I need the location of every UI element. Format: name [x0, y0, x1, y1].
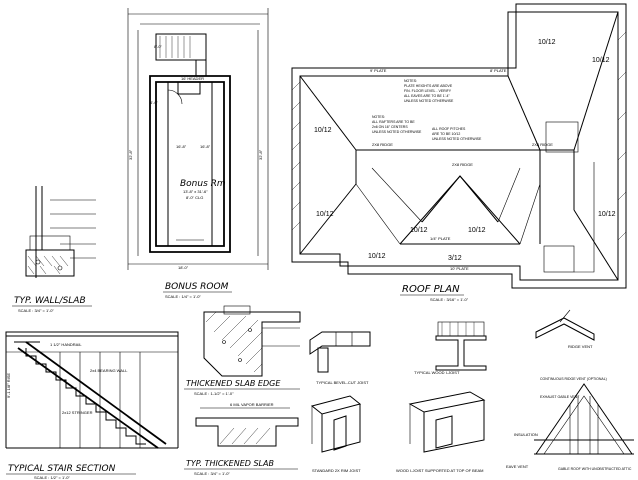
rafter-notes: NOTES: ALL RAFTERS ARE TO BE 2x6 ON 16" …: [372, 115, 482, 141]
gable-vent-label: EXHAUST GABLE VENT: [540, 395, 580, 399]
roof-plan-title: ROOF PLAN: [402, 284, 460, 295]
stair-section-title: TYPICAL STAIR SECTION: [8, 464, 116, 474]
svg-text:UNLESS NOTED OTHERWISE: UNLESS NOTED OTHERWISE: [404, 99, 454, 103]
roof-pitch: 10/12: [538, 39, 556, 46]
wood-joist-label: TYPICAL WOOD I-JOIST: [414, 370, 460, 375]
svg-text:2x6 ON 16" CENTERS: 2x6 ON 16" CENTERS: [372, 125, 408, 129]
svg-text:NOTES:: NOTES:: [372, 115, 385, 119]
roof-pitch: 10/12: [410, 227, 428, 234]
svg-text:4'-0": 4'-0": [150, 100, 159, 105]
roof-pitch: 10/12: [368, 253, 386, 260]
svg-text:13'-8" x 31'-6": 13'-8" x 31'-6": [183, 189, 208, 194]
roof-pitch: 10/12: [598, 211, 616, 218]
roof-pitch: 10/12: [316, 211, 334, 218]
svg-text:8'-0": 8'-0": [154, 44, 163, 49]
svg-text:2x12 STRINGER: 2x12 STRINGER: [62, 410, 93, 415]
roof-pitch: 10/12: [592, 57, 610, 64]
svg-text:ALL ROOF PITCHES: ALL ROOF PITCHES: [432, 127, 466, 131]
joist-details: TYPICAL BEVEL-CUT JOIST TYPICAL WOOD I-J…: [309, 321, 487, 473]
svg-text:UNLESS NOTED OTHERWISE: UNLESS NOTED OTHERWISE: [432, 137, 482, 141]
ridge-label: 2X8 RIDGE: [452, 162, 473, 167]
svg-text:RIDGE VENT: RIDGE VENT: [568, 344, 593, 349]
plate-label: 8' PLATE: [490, 68, 507, 73]
slab-edge-scale: SCALE : 1-1/2" = 1'-0": [194, 391, 234, 396]
svg-text:16'-8": 16'-8": [200, 144, 211, 149]
roof-plan: 10/12 10/12 10/12 10/12 10/12 10/12 10/1…: [291, 3, 627, 302]
room-name: Bonus Rm: [180, 179, 226, 189]
ridge-vent-label: CONTINUOUS RIDGE VENT (OPTIONAL): [540, 377, 607, 381]
wall-slab-title: TYP. WALL/SLAB: [14, 296, 86, 306]
roof-pitch: 10/12: [314, 127, 332, 134]
svg-text:ALL EAVES ARE TO BE 1'-4": ALL EAVES ARE TO BE 1'-4": [404, 94, 451, 98]
thickened-slab-edge: THICKENED SLAB EDGE SCALE : 1-1/2" = 1'-…: [184, 305, 301, 396]
bevel-cut-label: TYPICAL BEVEL-CUT JOIST: [316, 380, 369, 385]
svg-text:32'-8": 32'-8": [128, 149, 133, 160]
stair-section-scale: SCALE : 1/2" = 1'-0": [34, 475, 71, 480]
ridge-label: 2X8 RIDGE: [372, 142, 393, 147]
svg-text:ARE TO BE 10/12: ARE TO BE 10/12: [432, 132, 460, 136]
plate-notes: NOTES: PLATE HEIGHTS ARE ABOVE FIN. FLOO…: [404, 79, 454, 103]
svg-text:FIN. FLOOR LEVEL - VERIFY: FIN. FLOOR LEVEL - VERIFY: [404, 89, 452, 93]
stair-section: 1 1/2" HANDRAIL 2x4 BEARING WALL 2x12 ST…: [5, 331, 179, 480]
std-rim-label: STANDARD 2X RIM JOIST: [312, 468, 361, 473]
joist-beam-label: WOOD I-JOIST SUPPORTED AT TOP OF BEAM: [396, 468, 484, 473]
wall-slab-scale: SCALE : 3/4" = 1'-0": [18, 308, 55, 313]
svg-text:32'-8": 32'-8": [258, 149, 263, 160]
svg-text:16'-8": 16'-8": [176, 144, 187, 149]
eave-vent-label: EAVE VENT: [506, 464, 529, 469]
thickened-slab-title: TYP. THICKENED SLAB: [186, 459, 274, 468]
ridge-label: 2X8 RIDGE: [532, 142, 553, 147]
typ-wall-slab-detail: TYP. WALL/SLAB SCALE : 3/4" = 1'-0": [12, 186, 96, 313]
svg-text:NOTES:: NOTES:: [404, 79, 417, 83]
svg-text:8'-0" CLG: 8'-0" CLG: [186, 195, 203, 200]
plate-label: 9' PLATE: [370, 68, 387, 73]
insulation-label: INSULATION: [514, 432, 538, 437]
roof-pitch: 3/12: [448, 255, 462, 262]
svg-text:1 1/2" HANDRAIL: 1 1/2" HANDRAIL: [50, 342, 82, 347]
plate-label: 1/4" PLATE: [430, 236, 451, 241]
bonus-room-plan: 16' HEADER 16'-8" 16'-8" Bonus Rm 13'-8"…: [127, 8, 269, 299]
svg-text:UNLESS NOTED OTHERWISE: UNLESS NOTED OTHERWISE: [372, 130, 422, 134]
svg-text:6 MIL VAPOR BARRIER: 6 MIL VAPOR BARRIER: [230, 402, 274, 407]
roof-pitch: 10/12: [468, 227, 486, 234]
bonus-room-scale: SCALE : 1/4" = 1'-0": [165, 294, 202, 299]
bonus-room-title: BONUS ROOM: [165, 282, 229, 292]
slab-edge-title: THICKENED SLAB EDGE: [186, 379, 281, 388]
plate-label: 10' PLATE: [450, 266, 469, 271]
thickened-slab-scale: SCALE : 3/4" = 1'-0": [194, 471, 231, 476]
svg-text:PLATE HEIGHTS ARE ABOVE: PLATE HEIGHTS ARE ABOVE: [404, 84, 453, 88]
roof-vent-details: RIDGE VENT CONTINUOUS RIDGE VENT (OPTION…: [506, 309, 634, 471]
gable-roof-label: GABLE ROOF WITH UNOBSTRUCTED ATTIC: [558, 467, 632, 471]
svg-text:18'-0": 18'-0": [178, 265, 189, 270]
svg-text:2x4 BEARING WALL: 2x4 BEARING WALL: [90, 368, 128, 373]
svg-text:16' HEADER: 16' HEADER: [181, 76, 204, 81]
typ-thickened-slab: 6 MIL VAPOR BARRIER TYP. THICKENED SLAB …: [184, 402, 299, 476]
roof-plan-scale: SCALE : 3/16" = 1'-0": [430, 297, 469, 302]
svg-text:ALL RAFTERS ARE TO BE: ALL RAFTERS ARE TO BE: [372, 120, 415, 124]
svg-text:9'-1 1/8" RISE: 9'-1 1/8" RISE: [6, 373, 11, 398]
